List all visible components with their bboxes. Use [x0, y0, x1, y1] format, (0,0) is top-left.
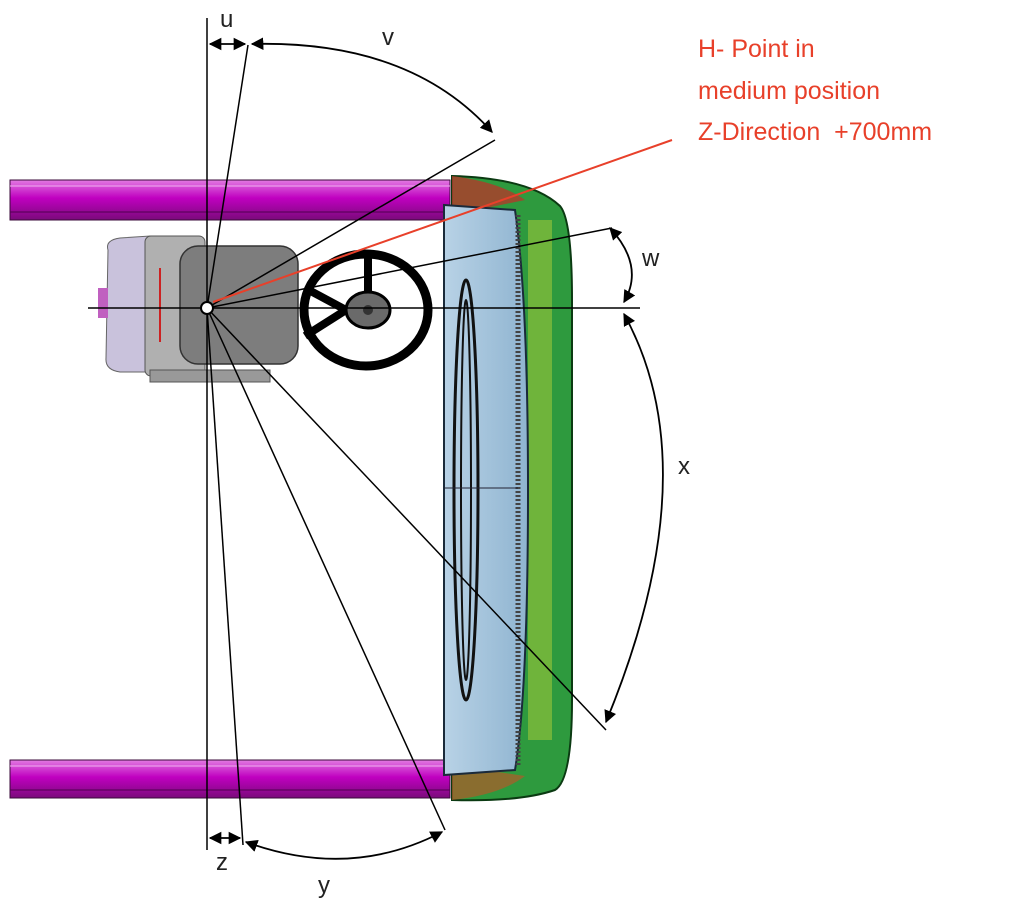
angle-arrows: [208, 37, 664, 860]
annotation-line-2: medium position: [698, 77, 880, 105]
angle-label-u: u: [220, 6, 233, 33]
angle-label-w: w: [641, 245, 660, 272]
angle-label-v: v: [382, 24, 394, 51]
h-point-annotation: H- Point in medium position Z-Direction …: [698, 35, 932, 146]
frame-corner-top: [452, 176, 525, 215]
annotation-leader: [212, 139, 673, 303]
frame-inner-strip: [528, 220, 552, 740]
wiper-sweep-outer: [452, 278, 480, 702]
lower-rail: [9, 759, 451, 799]
steering-wheel-icon: [299, 249, 433, 371]
angle-label-y: y: [318, 872, 330, 899]
sight-lines: [206, 44, 613, 846]
windshield-glass: [443, 203, 530, 777]
annotation-line-1: H- Point in: [698, 35, 815, 63]
h-point-icon: [200, 301, 214, 315]
seat-icon: [98, 235, 299, 383]
annotation-line-3: Z-Direction +700mm: [698, 118, 932, 146]
angle-label-z: z: [216, 849, 228, 876]
angle-label-x: x: [678, 453, 690, 480]
wiper-sweep-inner: [460, 299, 472, 681]
upper-rail: [9, 179, 451, 221]
